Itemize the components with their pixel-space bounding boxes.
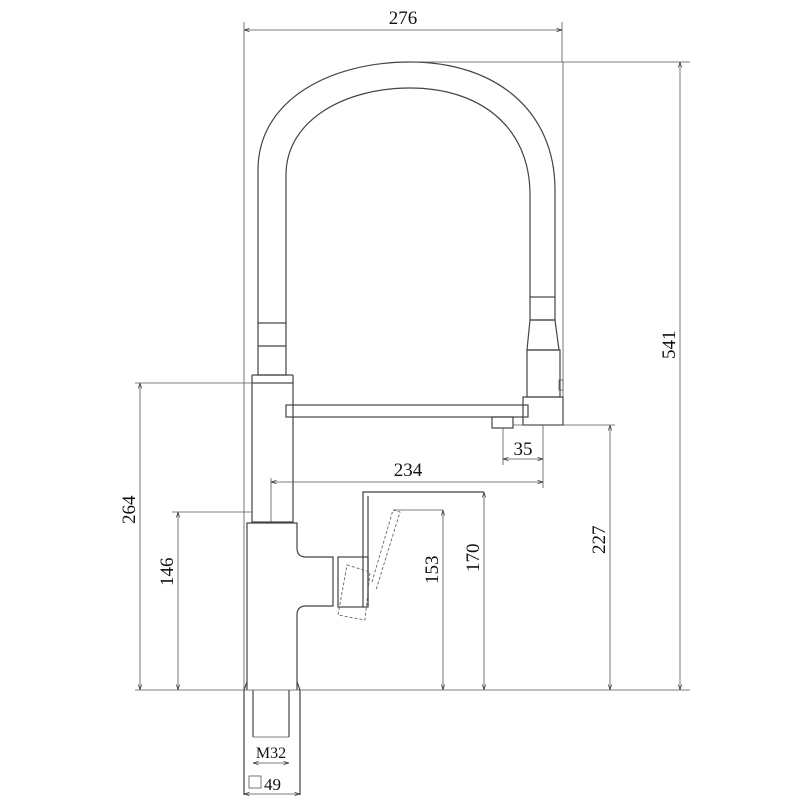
dim-body-height: 146 <box>157 558 178 587</box>
extension-lines <box>135 22 690 691</box>
dim-outlet-offset: 35 <box>514 439 533 460</box>
hose-left-collar <box>251 322 294 523</box>
dimension-lines <box>140 30 680 690</box>
spout-bar <box>285 404 529 429</box>
dim-base-size: 49 <box>264 775 281 794</box>
spray-head <box>522 296 564 426</box>
dim-overall-width: 276 <box>389 8 418 29</box>
spout-hose <box>257 61 564 397</box>
dim-handle-170: 170 <box>463 544 484 573</box>
dim-spout-base-height: 264 <box>119 495 140 524</box>
dim-thread: M32 <box>256 745 286 762</box>
faucet-body <box>246 522 334 690</box>
dim-overall-height: 541 <box>659 331 680 360</box>
dim-outlet-height: 227 <box>589 526 610 555</box>
dim-handle-153: 153 <box>422 556 443 585</box>
lever-handle <box>337 491 484 621</box>
dim-spout-reach: 234 <box>394 460 423 481</box>
